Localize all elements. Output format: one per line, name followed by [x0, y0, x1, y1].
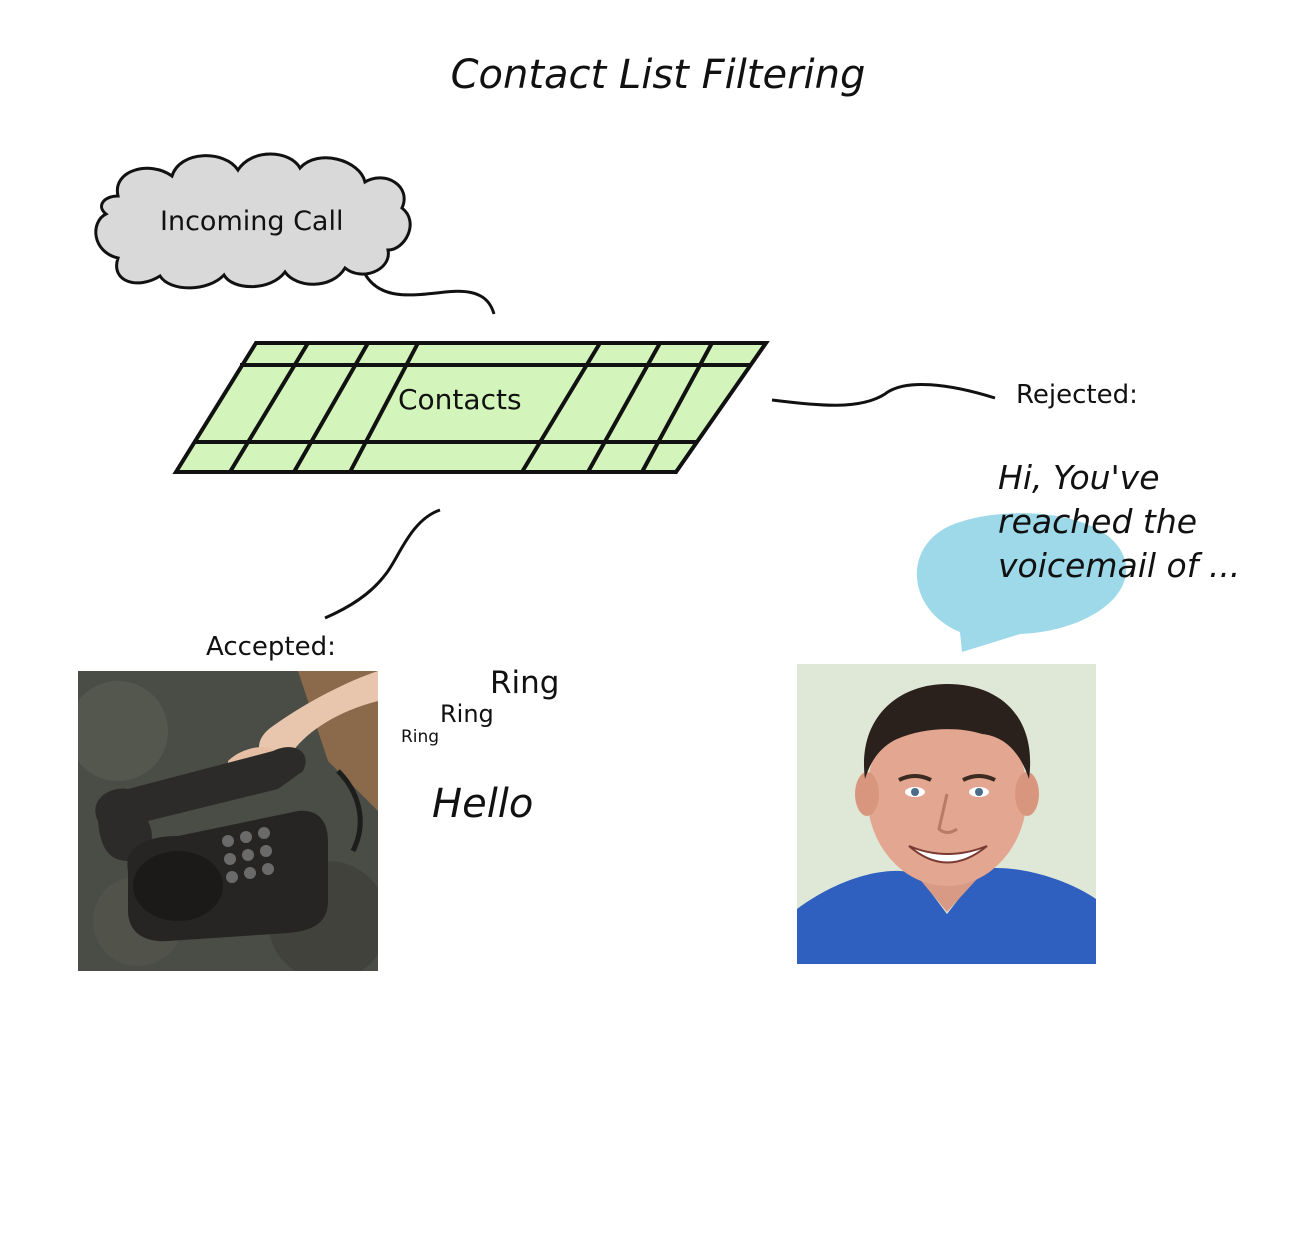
voicemail-speech-bubble: [916, 513, 1127, 652]
diagram-title: Contact List Filtering: [450, 52, 866, 98]
rejected-label: Rejected:: [1016, 380, 1138, 410]
person-photo: [797, 664, 1096, 964]
ring-text-medium: Ring: [440, 700, 494, 728]
voicemail-message: Hi, You've reached the voicemail of ...: [998, 458, 1241, 585]
incoming-call-label: Incoming Call: [160, 206, 344, 237]
incoming-call-cloud: [94, 152, 412, 290]
connector-accepted: [324, 508, 441, 620]
hello-greeting: Hello: [432, 781, 534, 827]
connector-rejected: [771, 383, 996, 407]
connector-incoming: [363, 273, 496, 315]
ring-text-small: Ring: [401, 727, 440, 747]
contacts-grid: [172, 341, 770, 474]
ring-text-large: Ring: [490, 665, 560, 701]
accepted-label: Accepted:: [206, 632, 336, 662]
contacts-label: Contacts: [398, 383, 522, 416]
phone-photo: [78, 671, 378, 971]
